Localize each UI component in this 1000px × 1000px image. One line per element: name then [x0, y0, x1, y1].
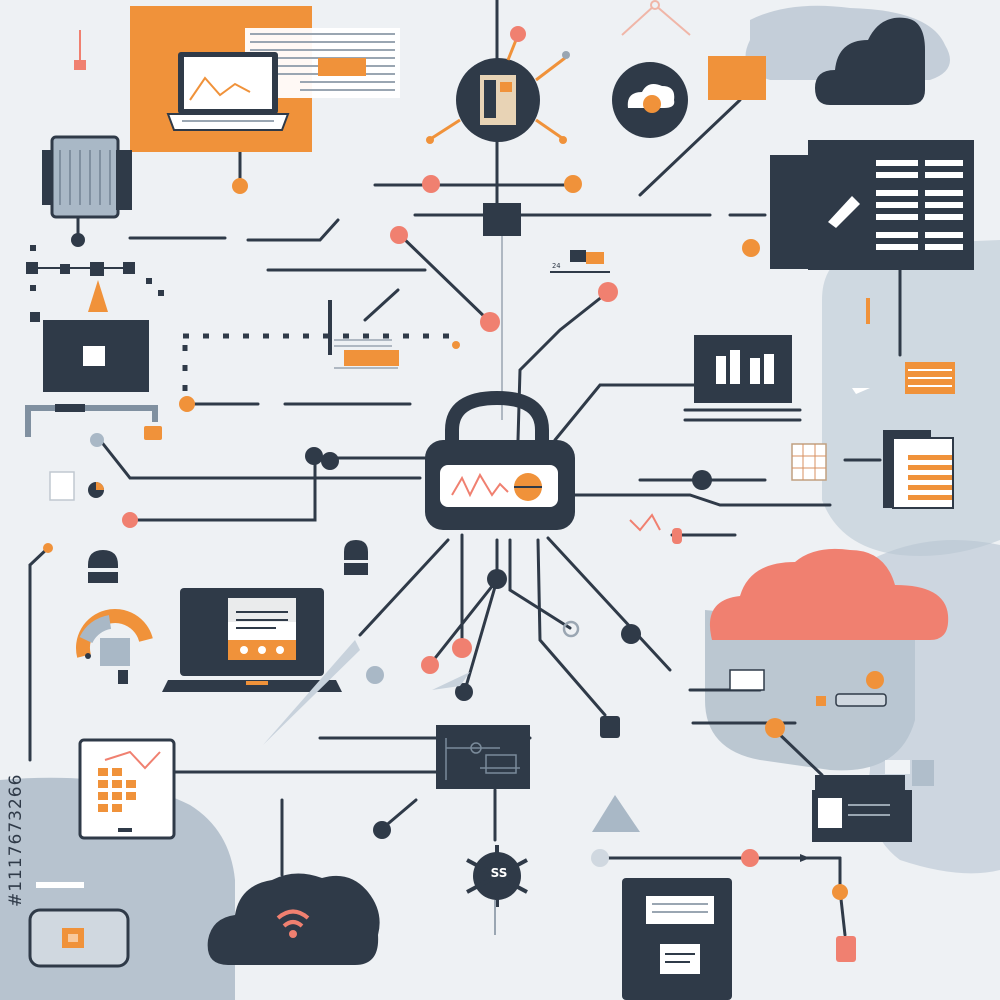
- mini-chart-label: 24: [552, 262, 561, 270]
- pin-head: [74, 60, 86, 70]
- bracket-icon: [25, 396, 195, 447]
- file-mini-icon: [836, 915, 856, 935]
- connection-lines: [28, 0, 902, 937]
- wifi-icon: [276, 909, 310, 928]
- mini-lock-icons: [88, 540, 368, 583]
- router-icon: [28, 882, 130, 968]
- dashed-link: [182, 333, 455, 395]
- document-window-icon: [742, 140, 974, 270]
- terminal-window-icon: [800, 760, 934, 962]
- server-icon: [42, 135, 132, 247]
- server-node-icon: [426, 26, 570, 236]
- gear-node-icon: [466, 845, 528, 935]
- laptop-window-panel: [130, 6, 400, 194]
- node-ornament: [621, 0, 691, 36]
- light-shard-2: [432, 672, 470, 690]
- mini-chart-icon: [328, 250, 610, 369]
- tablet-icon: [78, 738, 176, 840]
- wifi-cloud-icon: [207, 873, 380, 965]
- gear-node-glyph: SS: [490, 866, 508, 880]
- node-chain-left: [26, 245, 164, 322]
- network-nodes: [43, 175, 884, 900]
- padlock-icon: [425, 390, 575, 530]
- bar-chart-icon: [694, 335, 792, 403]
- doc-pie-mini: [49, 471, 138, 528]
- light-shard: [263, 640, 360, 745]
- database-document-icon: [622, 878, 732, 1000]
- monitor-icon: [43, 320, 149, 392]
- triangle-shape: [592, 795, 640, 832]
- cloud-icon-coral: [709, 548, 949, 707]
- gauge-icon: [76, 609, 153, 684]
- laptop-icon: [162, 588, 342, 692]
- blueprint-screen-icon: [436, 725, 530, 789]
- laptop-icon: [166, 52, 290, 131]
- cloud-badge-icon: [612, 56, 766, 138]
- right-side-widgets: [629, 298, 955, 544]
- cloud-icon: [815, 17, 925, 105]
- stock-id-label: #1117673266: [6, 773, 26, 907]
